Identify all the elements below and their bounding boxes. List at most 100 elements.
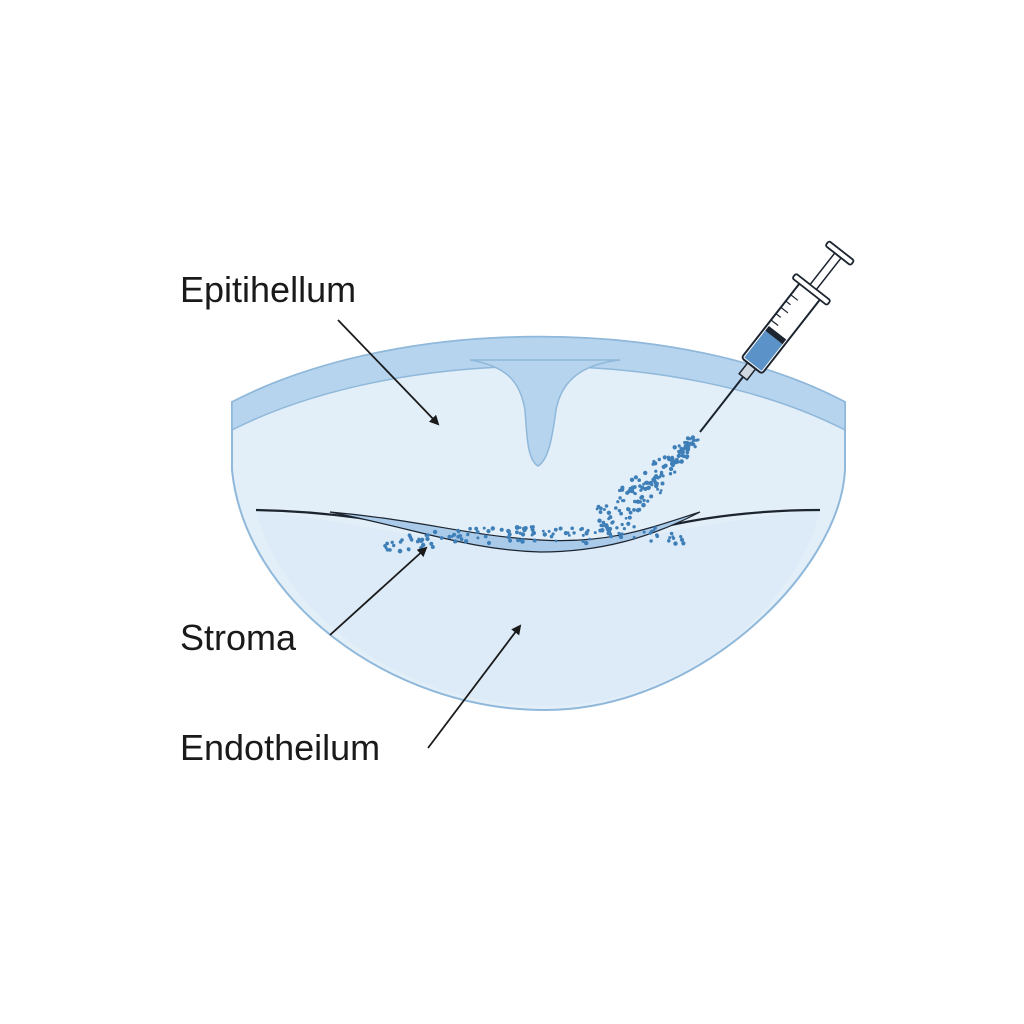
particle [627, 489, 632, 494]
particle [553, 527, 558, 532]
particle [642, 530, 646, 534]
particle [654, 469, 658, 473]
particle [637, 478, 641, 483]
particle [515, 530, 519, 535]
particle [619, 511, 623, 516]
particle [618, 496, 622, 500]
particle [646, 485, 651, 490]
particle [588, 537, 591, 541]
particle [567, 534, 571, 537]
particle [654, 483, 659, 489]
particle [400, 538, 404, 542]
particle [622, 527, 627, 531]
particle [620, 532, 624, 536]
particle [686, 444, 691, 449]
particle [642, 482, 646, 486]
particle [415, 539, 420, 544]
separation-pocket [329, 511, 701, 553]
particle [646, 499, 650, 503]
particle [439, 536, 444, 540]
particle [624, 516, 628, 520]
particle [668, 466, 674, 472]
particle [570, 526, 574, 531]
particle [516, 538, 521, 543]
particle [635, 508, 641, 513]
particle [688, 437, 692, 441]
particle [632, 485, 637, 489]
particle [597, 518, 602, 523]
particle [558, 526, 563, 531]
particle [680, 538, 684, 542]
particle [680, 450, 685, 455]
particle [661, 474, 665, 478]
particle [639, 488, 643, 492]
particle [530, 527, 535, 532]
particle [640, 494, 645, 500]
endothelium-label: Endotheilum [180, 727, 381, 768]
particle [598, 528, 602, 532]
particle [616, 500, 620, 504]
particle [668, 472, 673, 476]
particle [593, 531, 597, 535]
particle [620, 485, 625, 490]
particle [407, 548, 411, 552]
particle [598, 510, 603, 514]
particle [606, 510, 612, 515]
particle [627, 515, 632, 520]
particle [659, 489, 663, 492]
particle [669, 531, 674, 536]
particle [584, 531, 589, 536]
particle [490, 526, 495, 531]
particle [672, 445, 677, 450]
particle [430, 545, 435, 549]
particle [650, 483, 654, 487]
particle [673, 541, 678, 546]
particle [447, 534, 452, 539]
particle [599, 523, 603, 528]
particle [586, 528, 590, 533]
particle [388, 548, 392, 552]
particle [691, 442, 696, 447]
particle [668, 536, 672, 540]
particle [617, 508, 622, 513]
particle [459, 537, 464, 541]
particle [657, 457, 661, 462]
particle [614, 506, 618, 510]
particle [390, 540, 394, 544]
particle [632, 525, 636, 529]
particle [450, 535, 454, 538]
particle [656, 487, 660, 491]
particle [456, 529, 461, 534]
particle [661, 464, 666, 469]
particle [602, 508, 606, 511]
particle [532, 538, 537, 543]
stroma-region [256, 510, 820, 706]
particle [463, 539, 469, 544]
particle [475, 530, 480, 534]
particle [633, 499, 637, 504]
particle [621, 499, 624, 503]
particle [432, 529, 438, 535]
particle [521, 538, 525, 542]
particle [584, 540, 589, 546]
particle [653, 526, 657, 530]
particle [632, 535, 636, 539]
particle [626, 521, 631, 526]
particle [421, 542, 426, 548]
particle [649, 539, 653, 543]
particle [635, 499, 641, 504]
particle [643, 470, 648, 476]
epithelium-layer [231, 336, 846, 432]
epithelial-plug [469, 359, 621, 467]
particle [601, 520, 606, 525]
particle [486, 540, 492, 546]
particle [506, 529, 511, 534]
particle [685, 454, 690, 459]
epithelium-arrow [337, 319, 440, 426]
particle [486, 529, 491, 534]
particle [696, 438, 700, 442]
particle [656, 475, 660, 480]
particle [547, 529, 551, 533]
particle [641, 502, 646, 508]
